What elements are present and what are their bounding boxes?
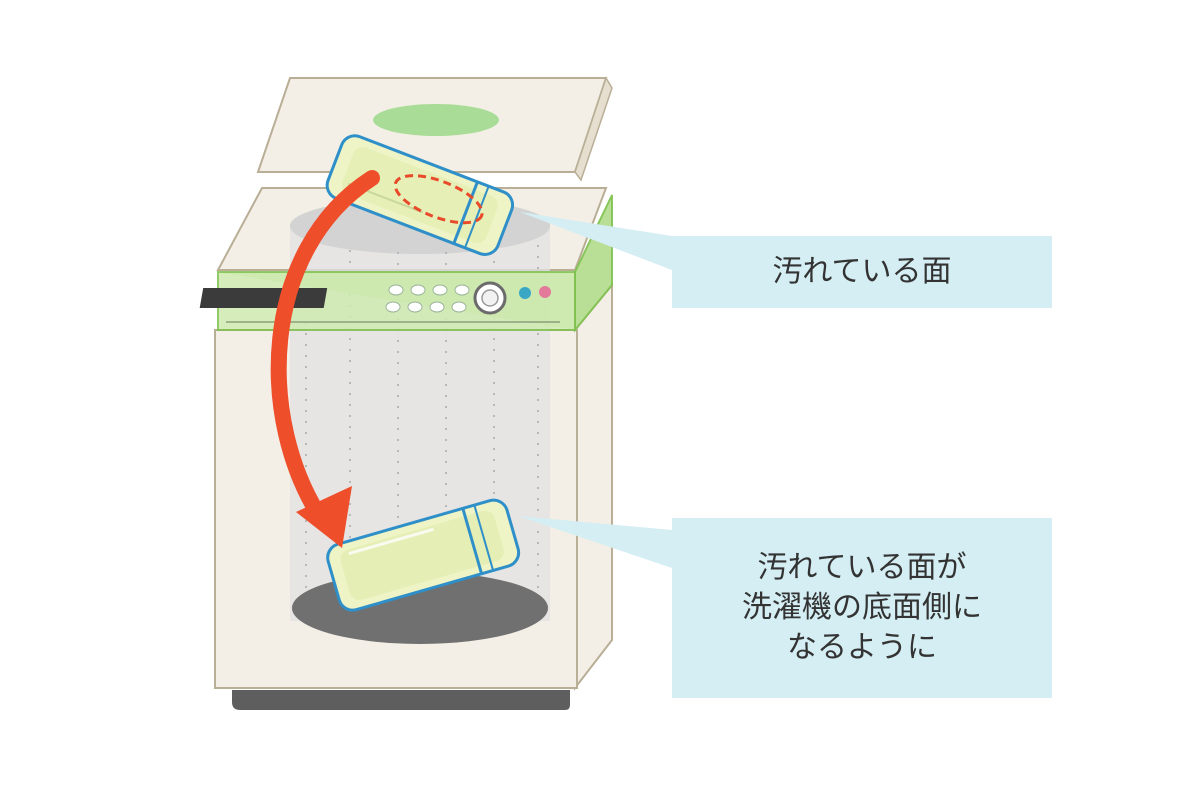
callout-text-line-2: 洗濯機の底面側に [742,590,982,625]
callout-pointer-bottom [518,516,672,568]
callout-text: 汚れている面 [772,254,952,289]
machine-base [232,690,570,710]
control-buttons [385,284,470,313]
callout-placement-instruction: 汚れている面が 洗濯機の底面側に なるように [672,518,1052,698]
indicator-light-pink [539,286,551,298]
control-display [199,288,328,308]
lid-dispenser [373,104,499,136]
dirty-surface-mark [393,174,484,225]
pillow-icon [325,134,515,256]
callout-text-line-3: なるように [787,630,937,665]
pillow-icon [326,498,521,612]
curved-arrow-icon [270,170,380,548]
callout-dirty-side: 汚れている面 [672,236,1052,308]
callout-pointer-top [520,212,672,270]
machine-side [574,282,613,691]
indicator-light-blue [519,287,531,299]
callout-text-line-1: 汚れている面が [757,550,967,585]
